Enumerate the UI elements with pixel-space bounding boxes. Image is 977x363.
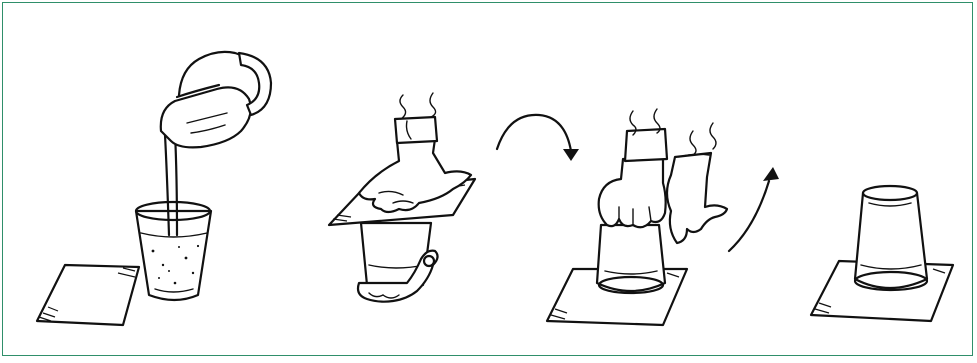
step-pour-water [37, 52, 271, 325]
hand-releasing-icon [667, 123, 727, 243]
hand-on-glass-icon [599, 109, 667, 227]
illustration-frame [2, 2, 973, 356]
glass-icon [136, 202, 211, 300]
step-flip-glass [547, 109, 779, 325]
lift-arrow-icon [729, 167, 779, 251]
flip-arrow-icon [497, 115, 579, 161]
experiment-illustration [3, 3, 977, 363]
step-glass-upside-down-on-card [811, 186, 953, 321]
jug-icon [161, 52, 271, 148]
glass-inverted-icon [855, 186, 927, 290]
paper-card [37, 265, 139, 325]
glass-inverted-icon [597, 225, 665, 293]
step-cover-with-card [329, 93, 475, 302]
